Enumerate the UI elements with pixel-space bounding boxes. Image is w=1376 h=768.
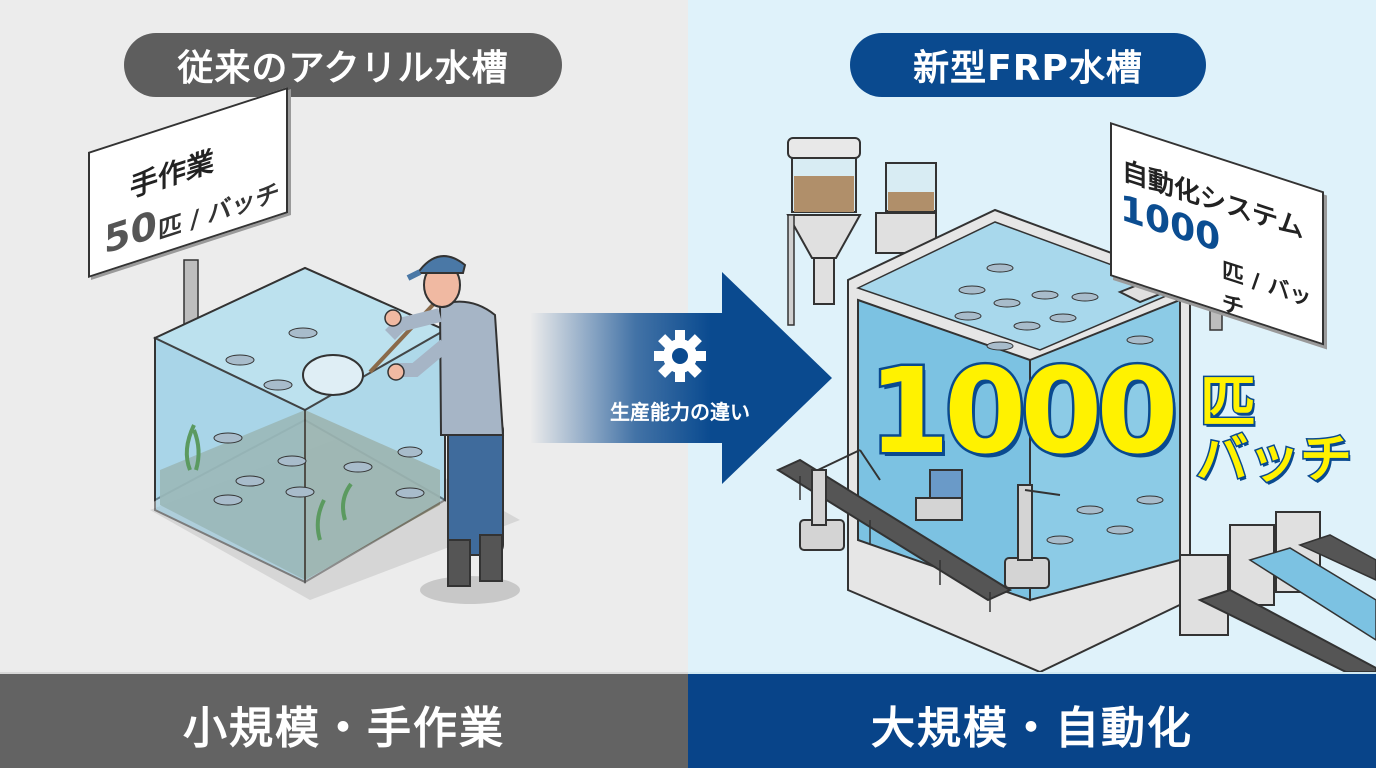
acrylic-tank-illustration (150, 255, 520, 604)
footer-label: 小規模・手作業 (183, 703, 505, 754)
footer-small-scale: 小規模・手作業 (0, 672, 688, 768)
highlight-number: 1000 (865, 342, 1180, 480)
footer-label: 大規模・自動化 (871, 703, 1193, 754)
frp-tank-illustration (775, 137, 1376, 672)
highlight-batch: バッチ (1194, 430, 1353, 490)
frp-tank-title: 新型FRP水槽 (850, 33, 1206, 97)
sign-count: 50 (104, 201, 157, 263)
footer-large-scale: 大規模・自動化 (688, 672, 1376, 768)
arrow-label: 生産能力の違い (610, 400, 750, 424)
worker-figure (384, 255, 520, 604)
illustration-canvas (150, 137, 1376, 672)
highlight-unit: 匹 (1199, 371, 1258, 436)
gear-icon (654, 330, 706, 382)
conventional-tank-title: 従来のアクリル水槽 (124, 33, 562, 97)
